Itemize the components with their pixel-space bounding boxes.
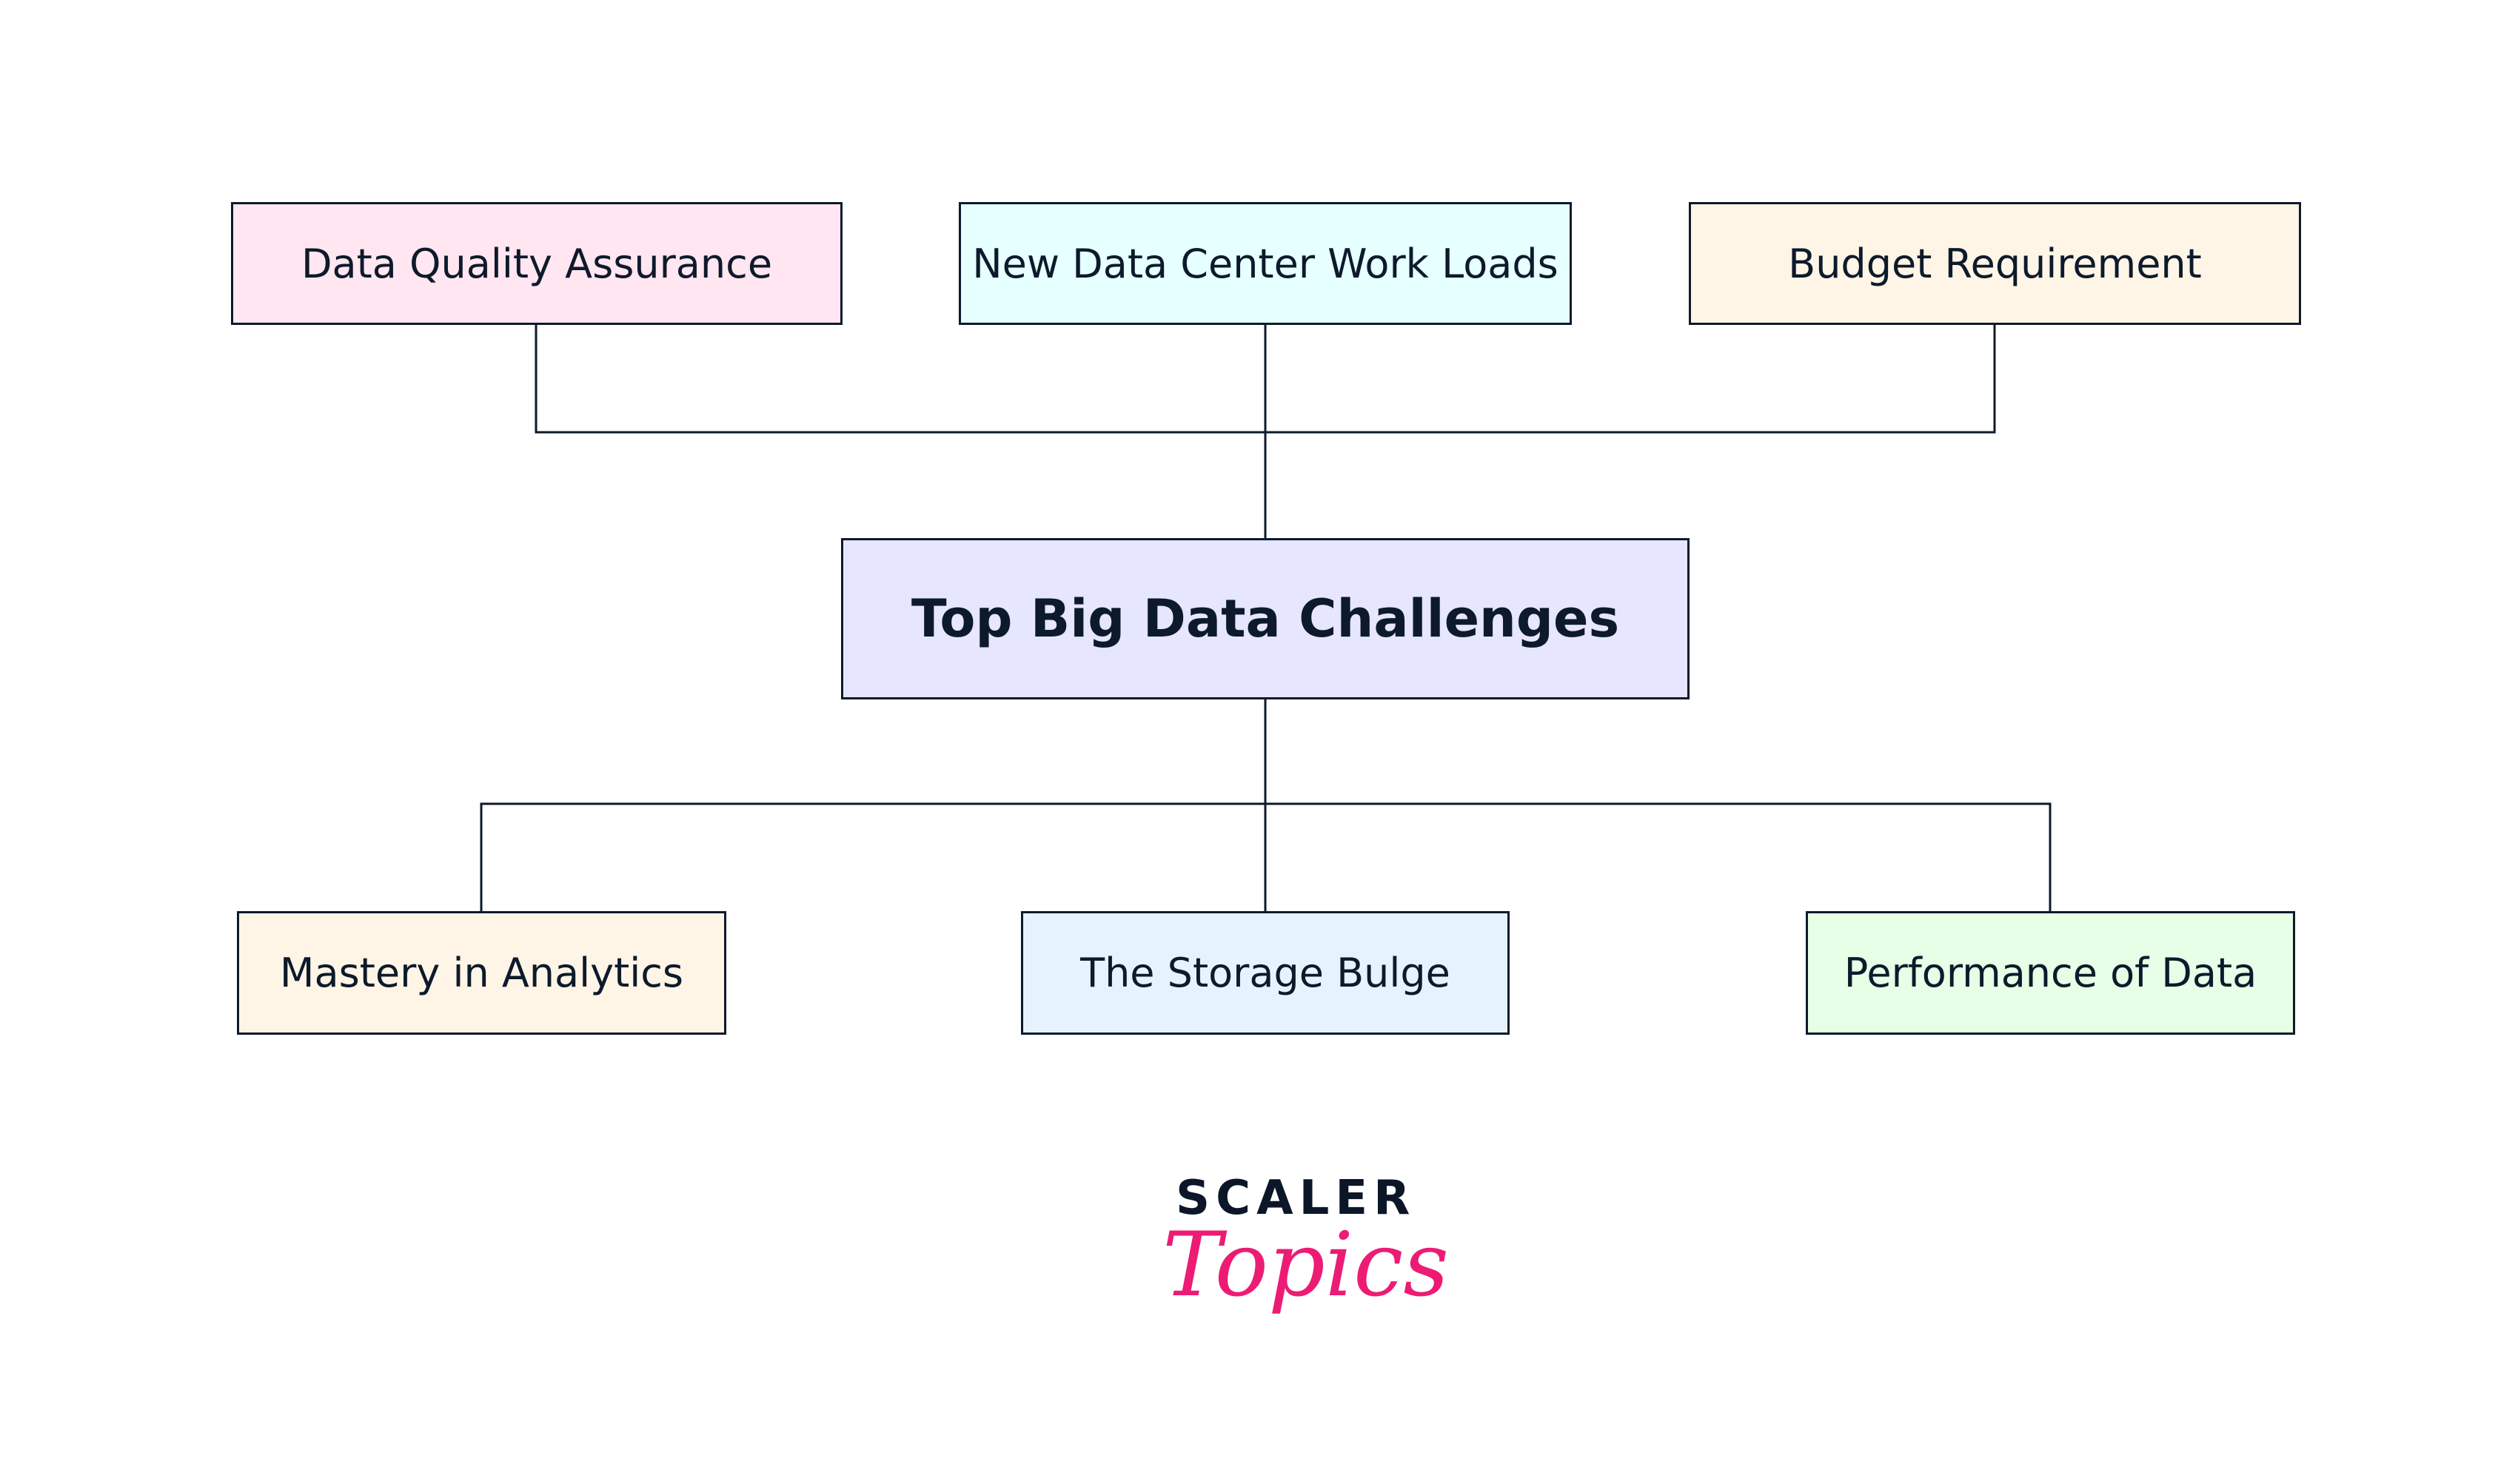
node-top-1: New Data Center Work Loads <box>959 202 1572 325</box>
node-label: Mastery in Analytics <box>279 950 684 996</box>
logo-topics: Topics <box>1162 1214 1449 1317</box>
node-label: The Storage Bulge <box>1080 950 1450 996</box>
node-bottom-1: The Storage Bulge <box>1021 911 1510 1035</box>
node-label: Performance of Data <box>1844 950 2257 996</box>
center-label: Top Big Data Challenges <box>911 588 1620 649</box>
connector-top <box>535 324 1996 539</box>
node-bottom-0: Mastery in Analytics <box>237 911 726 1035</box>
node-center: Top Big Data Challenges <box>841 538 1690 699</box>
node-label: Budget Requirement <box>1788 240 2202 287</box>
node-label: Data Quality Assurance <box>301 240 773 287</box>
node-bottom-2: Performance of Data <box>1806 911 2295 1035</box>
logo-scaler: SCALER <box>1176 1171 1416 1226</box>
node-top-2: Budget Requirement <box>1689 202 2301 325</box>
node-top-0: Data Quality Assurance <box>231 202 843 325</box>
node-label: New Data Center Work Loads <box>972 240 1558 287</box>
connector-bottom <box>480 699 2052 912</box>
